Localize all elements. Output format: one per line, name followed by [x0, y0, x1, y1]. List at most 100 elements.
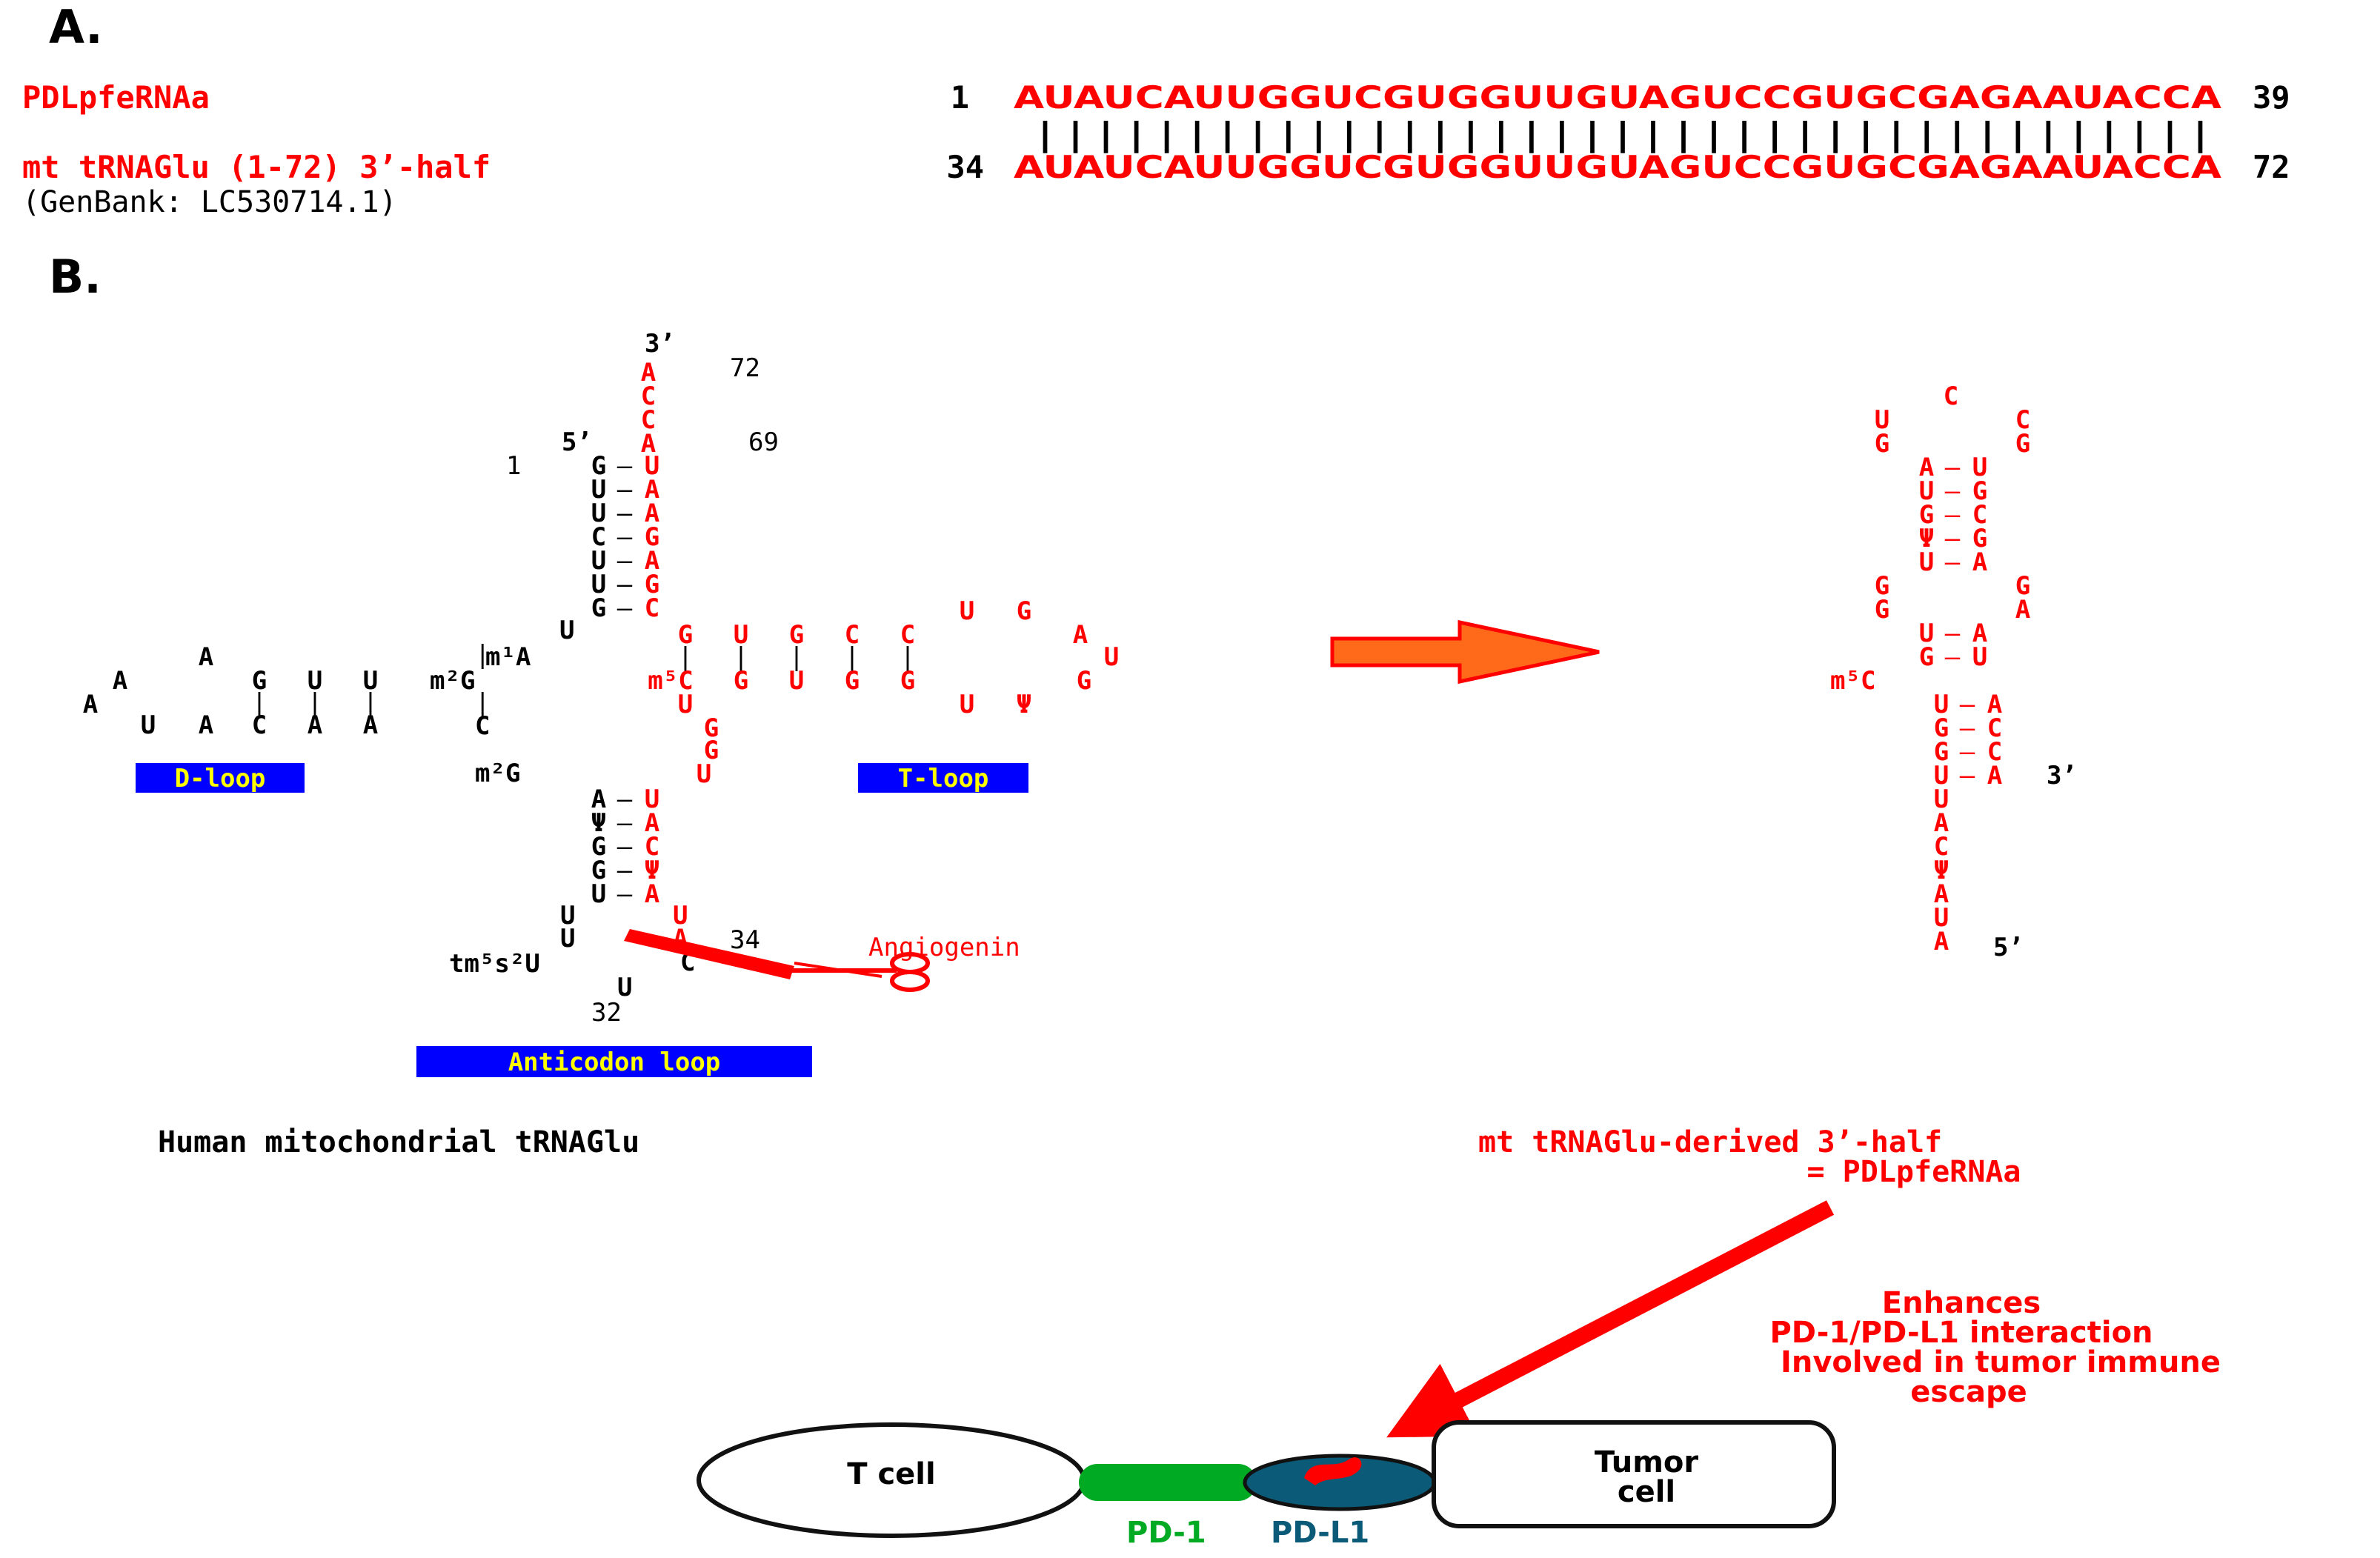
- ac-loop-u1: U: [560, 901, 575, 931]
- d-stem-top-nt: U: [363, 666, 378, 696]
- d-stem-top-nt: G: [252, 666, 267, 696]
- half-m5c: m⁵C: [1830, 666, 1875, 696]
- t-stem-bottom-nt: G: [900, 666, 915, 696]
- panel-a: A. PDLpfeRNAa mt tRNAGlu (1-72) 3’-half …: [22, 0, 2290, 219]
- c-bottom: C: [475, 711, 490, 741]
- trna-caption: Human mitochondrial tRNAGlu: [158, 1125, 639, 1159]
- acceptor-3-nt: A: [645, 499, 659, 528]
- seq2-end: 72: [2253, 149, 2290, 185]
- half-stem2-right-nt: A: [1972, 619, 1987, 648]
- acceptor-5-nt: U: [591, 475, 606, 505]
- pair-dash: –: [617, 522, 633, 552]
- effect-line-1: Enhances: [1882, 1286, 2041, 1320]
- half-bulge-nt: G: [2015, 571, 2030, 601]
- panel-a-label: A.: [49, 0, 103, 54]
- pair-dash: –: [617, 546, 633, 576]
- trna-5prime: 5’: [562, 427, 592, 457]
- half-tail-nt: Ψ: [1934, 856, 1949, 885]
- half-stem3-right-nt: C: [1987, 737, 2002, 767]
- half-stem2-left-nt: U: [1919, 619, 1934, 648]
- half-stem3-left-nt: G: [1934, 737, 1949, 767]
- acceptor-3-nt: C: [645, 593, 659, 623]
- acceptor-3-nt: U: [645, 451, 659, 481]
- half-stem2-right-nt: U: [1972, 642, 1987, 672]
- cell-interaction: T cell Tumor cell PD-1 PD-L1: [697, 1420, 1836, 1550]
- t-stem-bottom-nt: m⁵C: [648, 666, 693, 696]
- m2g-top: m²G: [430, 666, 475, 696]
- anticodon-3-nt: A: [645, 808, 659, 838]
- ac-loop-u-bottom: U: [617, 973, 632, 1002]
- d-loop-nt: A: [199, 710, 213, 740]
- anticodon-5-nt: Ψ: [591, 808, 606, 838]
- t-stem-top-nt: G: [789, 620, 804, 650]
- anticodon-5-nt: A: [591, 785, 606, 814]
- variable-nt: G: [704, 713, 719, 743]
- pair-dash: –: [1945, 619, 1961, 648]
- pair-dash: –: [1960, 713, 1975, 743]
- effect-line-2: PD-1/PD-L1 interaction: [1769, 1316, 2153, 1350]
- half-tail-nt: U: [1934, 785, 1949, 814]
- t-loop-label: T-loop: [898, 764, 989, 793]
- pd1-receptor: [1079, 1464, 1257, 1501]
- anticodon-3-nt: U: [645, 785, 659, 814]
- trna-number-72: 72: [730, 353, 760, 383]
- variable-nt: U: [697, 759, 711, 789]
- acceptor-3-nt: G: [645, 570, 659, 599]
- half-tail-nt: U: [1934, 903, 1949, 933]
- seq1-sequence: AUAUCAUUGGUCGUGGUUGUAGUCCGUGCGAGAAUACCA: [1014, 79, 2222, 116]
- pair-dash: –: [1945, 453, 1961, 482]
- half-tail-nt: A: [1934, 808, 1949, 838]
- half-stem1-left-nt: U: [1919, 547, 1934, 577]
- effect-text: Enhances PD-1/PD-L1 interaction Involved…: [1769, 1286, 2221, 1409]
- acceptor-3-nt: A: [645, 546, 659, 576]
- pair-bar: |: [252, 688, 267, 718]
- half-stem3-left-nt: G: [1934, 713, 1949, 743]
- trna-number-1: 1: [506, 451, 521, 481]
- angiogenin-scissors-icon: [624, 929, 930, 992]
- acceptor-stem: G–UU–AU–AC–GU–AU–GG–C: [591, 451, 659, 623]
- effect-line-4: escape: [1910, 1375, 2027, 1409]
- t-loop-nt: U: [1104, 642, 1119, 672]
- acceptor-5-nt: C: [591, 522, 606, 552]
- d-stem-bottom-nt: A: [308, 710, 322, 740]
- pair-dash: –: [1945, 642, 1961, 672]
- seq1-start: 1: [951, 79, 969, 116]
- t-stem-top-nt: C: [900, 620, 915, 650]
- d-loop-nt: A: [83, 690, 98, 719]
- d-loop-nt: A: [199, 642, 213, 672]
- half-stem2-left-nt: G: [1919, 642, 1934, 672]
- acceptor-3-nt: G: [645, 522, 659, 552]
- acceptor-5-nt: U: [591, 499, 606, 528]
- pair-bar: |: [363, 688, 378, 718]
- m2g-bottom: m²G: [475, 759, 520, 788]
- half-bulge-nt: G: [1875, 571, 1889, 601]
- half-stem3-right-nt: A: [1987, 761, 2002, 790]
- half-stem1-right-nt: A: [1972, 547, 1987, 577]
- pair-dash: –: [1960, 690, 1975, 719]
- pdlpferna-blob-icon: [1304, 1457, 1362, 1485]
- pair-dash: –: [1960, 737, 1975, 767]
- d-stem-bottom-nt: C: [252, 710, 267, 740]
- panel-b-label: B.: [49, 250, 102, 304]
- acceptor-tail-nt: C: [641, 382, 656, 411]
- acceptor-tail-nt: A: [641, 429, 656, 459]
- t-cell-label: T cell: [847, 1457, 935, 1491]
- variable-region: UGGU: [678, 690, 719, 789]
- pair-dash: –: [617, 593, 633, 623]
- angiogenin-label: Angiogenin: [868, 933, 1020, 962]
- seq2-start: 34: [946, 149, 984, 185]
- m1a-modification: m¹A: [485, 642, 531, 672]
- trna-3prime: 3’: [645, 329, 675, 359]
- pair-bar: |: [308, 688, 322, 718]
- pair-dash: –: [617, 879, 633, 909]
- t-stem-top-nt: G: [678, 620, 693, 650]
- acceptor-tail-nt: A: [641, 358, 656, 387]
- seq2-name: mt tRNAGlu (1-72) 3’-half: [22, 149, 491, 185]
- pointer-arrow-icon: [1386, 1200, 1835, 1438]
- variable-nt: U: [678, 690, 693, 719]
- pair-dash: –: [617, 832, 633, 862]
- half-bulge-nt: G: [1875, 595, 1889, 625]
- tumor-cell-label-2: cell: [1618, 1475, 1675, 1509]
